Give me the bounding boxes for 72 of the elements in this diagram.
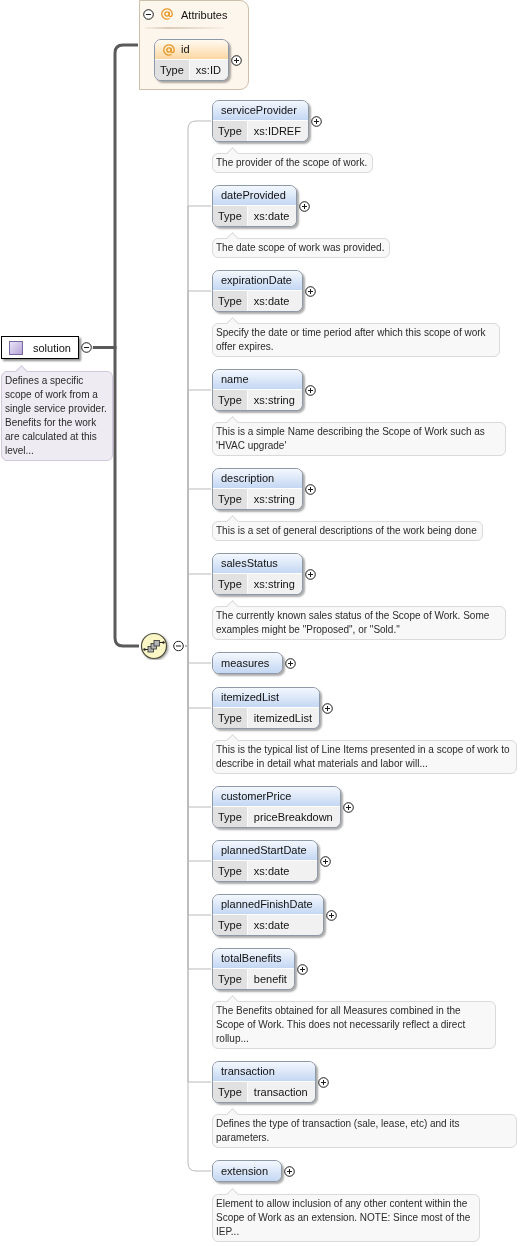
type-value: transaction [247,1082,315,1102]
type-value: xs:IDREF [247,121,308,141]
element-name: transaction [213,1062,315,1082]
type-value: xs:string [247,390,302,410]
type-label: Type [213,206,248,226]
type-value: xs:date [247,206,297,226]
element-card [212,185,298,227]
type-value: priceBreakdown [247,807,340,827]
element-name: expirationDate [213,271,302,291]
type-label: Type [155,60,190,80]
attribute-card [154,39,229,81]
annotation-callout: This is a simple Name describing the Scope of Work such as 'HVAC upgrade' [212,416,506,456]
type-label: Type [213,807,248,827]
type-label: Type [213,121,248,141]
group-title: Attributes [181,8,228,22]
element-name: salesStatus [213,554,302,574]
sequence-icon [140,632,184,660]
element-name: customerPrice [213,787,340,807]
annotation-callout: The currently known sales status of the Scope of Work. Some examples might be "Proposed", or "Sold." [212,600,506,640]
type-value: xs:date [247,291,302,311]
type-label: Type [213,574,248,594]
type-value: xs:date [247,861,317,881]
connector-line [184,573,212,647]
element-card [212,840,318,882]
element-name: solution [33,341,71,354]
annotation-callout: This is the typical list of Line Items presented in a scope of work to describe in detail what materials and labor will... [212,734,517,774]
annotation-callout: The date scope of work was provided. [212,232,391,258]
annotation-callout: Defines a specific scope of work from a single service provider. Benefits for the work are calculated at this level... [1,365,113,461]
type-label: Type [213,291,248,311]
element-name: plannedStartDate [213,841,317,861]
type-label: Type [213,708,248,728]
element-card [212,369,303,411]
element-card [212,786,341,828]
element-name: extension [213,1161,282,1181]
element-name: serviceProvider [213,101,308,121]
type-label: Type [213,969,248,989]
type-label: Type [213,1082,248,1102]
connector-line [92,346,139,648]
annotation-callout: Element to allow inclusion of any other content within the Scope of Work as an extension. NOTE: Since most of the IEP... [212,1188,480,1242]
type-value: xs:string [247,574,302,594]
type-label: Type [213,390,248,410]
attribute-name: id [181,42,190,57]
type-value: benefit [247,969,294,989]
annotation-callout: Defines the type of transaction (sale, lease, etc) and its parameters. [212,1108,517,1148]
annotation-callout: Specify the date or time period after which this scope of work offer expires. [212,317,500,357]
type-value: xs:string [247,489,302,509]
type-label: Type [213,861,248,881]
type-value: xs:ID [189,60,228,80]
type-value: xs:date [247,915,323,935]
element-card [212,100,309,142]
element-card [212,687,320,729]
element-name: measures [213,653,283,673]
annotation-callout: The Benefits obtained for all Measures combined in the Scope of Work. This does not necessarily reflect a direct rollup... [212,995,496,1049]
annotation-callout: The provider of the scope of work. [212,147,374,173]
type-value: itemizedList [247,708,319,728]
annotation-callout: This is a set of general descriptions of the work being done [212,515,483,541]
element-card [212,948,295,990]
element-card [212,270,303,312]
element-name: description [213,469,302,489]
element-name: dateProvided [213,186,297,206]
type-label: Type [213,915,248,935]
element-name: totalBenefits [213,949,294,969]
attributes-panel [139,0,249,90]
element-name: plannedFinishDate [213,895,323,915]
element-card [212,894,324,936]
type-label: Type [213,489,248,509]
element-card [212,1061,316,1103]
element-name: name [213,370,302,390]
element-name: itemizedList [213,688,319,708]
root-element-card [1,336,92,359]
element-card [212,553,303,595]
element-card [212,468,303,510]
